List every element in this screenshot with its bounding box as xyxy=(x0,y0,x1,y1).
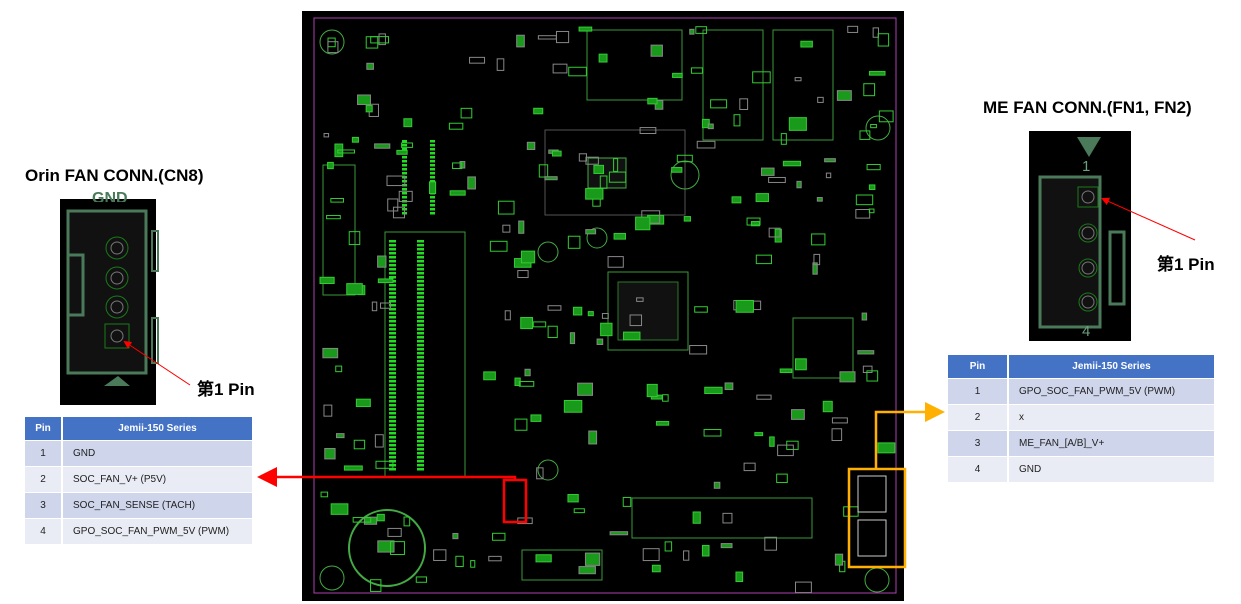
pin-header: Pin xyxy=(25,417,63,440)
pin-number: 3 xyxy=(25,493,63,518)
signal-name: x xyxy=(1009,405,1216,430)
signal-header: Jemii-150 Series xyxy=(1009,355,1216,378)
pin-header: Pin xyxy=(948,355,1009,378)
signal-name: SOC_FAN_SENSE (TACH) xyxy=(63,493,254,518)
signal-header: Jemii-150 Series xyxy=(63,417,254,440)
fn-pin-bottom-number: 4 xyxy=(1082,323,1091,340)
cn8-connector-image xyxy=(60,199,159,405)
pin-number: 1 xyxy=(25,441,63,466)
signal-name: GPO_SOC_FAN_PWM_5V (PWM) xyxy=(1009,379,1216,404)
pin-number: 4 xyxy=(25,519,63,544)
cn8-gnd-label: GND xyxy=(92,190,128,202)
signal-name: ME_FAN_[A/B]_V+ xyxy=(1009,431,1216,456)
fn-pin1-label: 第1 Pin xyxy=(1157,255,1215,274)
signal-name: GPO_SOC_FAN_PWM_5V (PWM) xyxy=(63,519,254,544)
signal-name: GND xyxy=(1009,457,1216,482)
signal-name: GND xyxy=(63,441,254,466)
signal-name: SOC_FAN_V+ (P5V) xyxy=(63,467,254,492)
cn8-callout-arrow xyxy=(257,467,517,487)
cn8-title: Orin FAN CONN.(CN8) xyxy=(25,166,204,185)
right-pin1-pointer xyxy=(1101,197,1196,241)
fn-pin-top-number: 1 xyxy=(1082,158,1091,175)
left-pin1-pointer xyxy=(123,340,191,386)
pin-number: 4 xyxy=(948,457,1009,482)
pin-number: 2 xyxy=(25,467,63,492)
pin-number: 1 xyxy=(948,379,1009,404)
fn-callout-arrow xyxy=(874,402,945,469)
fn-connector-image xyxy=(1029,131,1131,341)
cn8-pin1-label: 第1 Pin xyxy=(197,380,255,399)
pin-number: 2 xyxy=(948,405,1009,430)
fn-title: ME FAN CONN.(FN1, FN2) xyxy=(983,98,1192,117)
pcb-layout-image xyxy=(302,11,904,601)
pin-number: 3 xyxy=(948,431,1009,456)
